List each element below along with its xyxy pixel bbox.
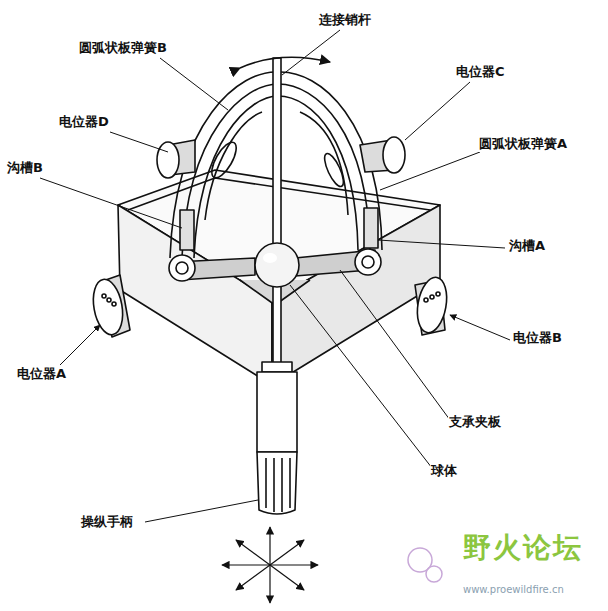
part-label: 电位器A: [16, 366, 67, 382]
part-label: 电位器B: [512, 330, 563, 346]
part-label: 沟槽A: [508, 238, 546, 254]
part-label: 沟槽B: [6, 160, 44, 176]
part-label: 圆弧状板弹簧B: [78, 40, 168, 56]
part-label: 电位器C: [455, 64, 506, 80]
part-label: 支承夹板: [448, 414, 502, 430]
part-label: 圆弧状板弹簧A: [478, 136, 568, 152]
part-label: 连接销杆: [318, 12, 372, 28]
watermark: 野火论坛: [462, 540, 584, 556]
part-label: 球体: [430, 463, 458, 479]
part-label: 操纵手柄: [80, 514, 134, 530]
part-label: 电位器D: [58, 114, 110, 130]
watermark-url: www.proewildfire.cn: [462, 582, 565, 598]
